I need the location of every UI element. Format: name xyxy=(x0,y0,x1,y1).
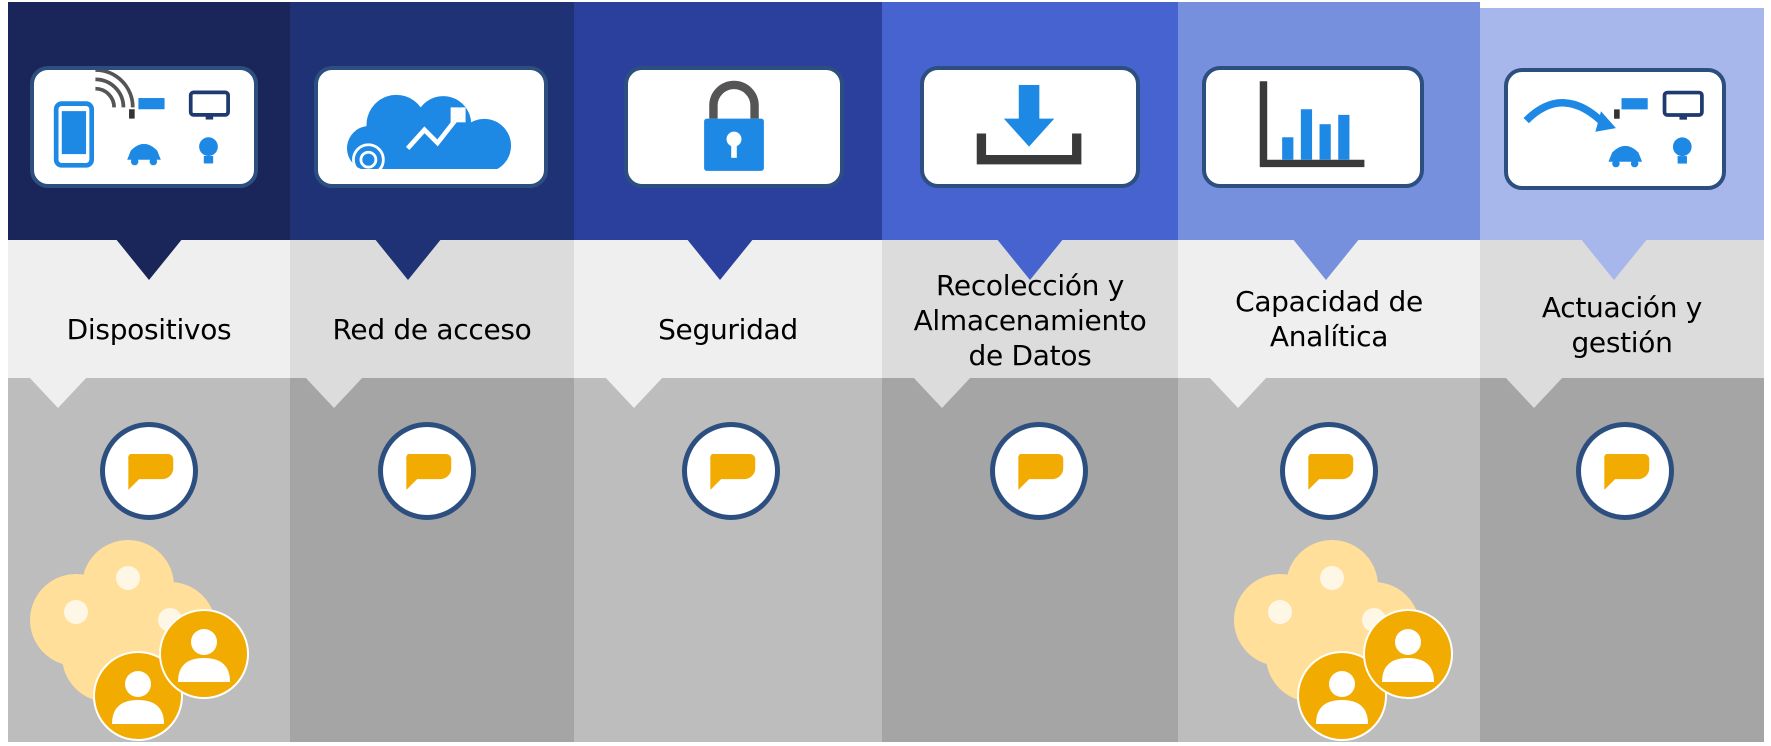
label-pointer xyxy=(28,376,88,408)
header-pointer xyxy=(115,238,183,280)
speech-bubble-icon xyxy=(128,453,174,490)
stage-label: Recolección y Almacenamiento de Datos xyxy=(913,269,1147,372)
comment-bubble[interactable] xyxy=(682,422,780,520)
users-group-icon xyxy=(1232,538,1477,742)
label-pointer xyxy=(912,376,972,408)
header-pointer xyxy=(1292,238,1360,280)
speech-bubble-icon xyxy=(406,453,452,490)
stage-column-seguridad: Seguridad xyxy=(574,0,882,742)
bar-chart-icon xyxy=(1202,66,1424,188)
stage-label: Red de acceso xyxy=(332,313,532,346)
comment-bubble[interactable] xyxy=(1280,422,1378,520)
speech-bubble-icon xyxy=(1018,453,1064,490)
users-group-icon xyxy=(28,538,273,742)
stage-column-recoleccion: Recolección y Almacenamiento de Datos xyxy=(882,0,1178,742)
speech-bubble-icon xyxy=(1308,453,1354,490)
comment-bubble[interactable] xyxy=(990,422,1088,520)
speech-bubble-icon xyxy=(1604,453,1650,490)
stage-label: Actuación y gestión xyxy=(1541,291,1703,359)
cloud-network-icon xyxy=(314,66,548,188)
comment-bubble[interactable] xyxy=(378,422,476,520)
label-pointer xyxy=(604,376,664,408)
stage-column-dispositivos: Dispositivos xyxy=(8,0,290,742)
devices-icon xyxy=(30,66,258,188)
download-tray-icon xyxy=(920,66,1140,188)
stage-label: Dispositivos xyxy=(66,313,232,346)
speech-bubble-icon xyxy=(710,453,756,490)
header-pointer xyxy=(1580,238,1648,280)
actuation-devices-icon xyxy=(1504,68,1726,190)
padlock-icon xyxy=(624,66,844,188)
stage-label: Seguridad xyxy=(658,313,798,346)
stage-column-actuacion: Actuación y gestión xyxy=(1480,0,1764,742)
comment-bubble[interactable] xyxy=(100,422,198,520)
stage-label: Capacidad de Analítica xyxy=(1235,285,1423,353)
label-pointer xyxy=(1208,376,1268,408)
stage-column-analitica: Capacidad de Analítica xyxy=(1178,0,1480,742)
header-pointer xyxy=(996,238,1064,280)
label-pointer xyxy=(1504,376,1564,408)
comment-bubble[interactable] xyxy=(1576,422,1674,520)
header-pointer xyxy=(374,238,442,280)
header-pointer xyxy=(686,238,754,280)
label-pointer xyxy=(304,376,364,408)
stage-column-red-de-acceso: Red de acceso xyxy=(290,0,574,742)
